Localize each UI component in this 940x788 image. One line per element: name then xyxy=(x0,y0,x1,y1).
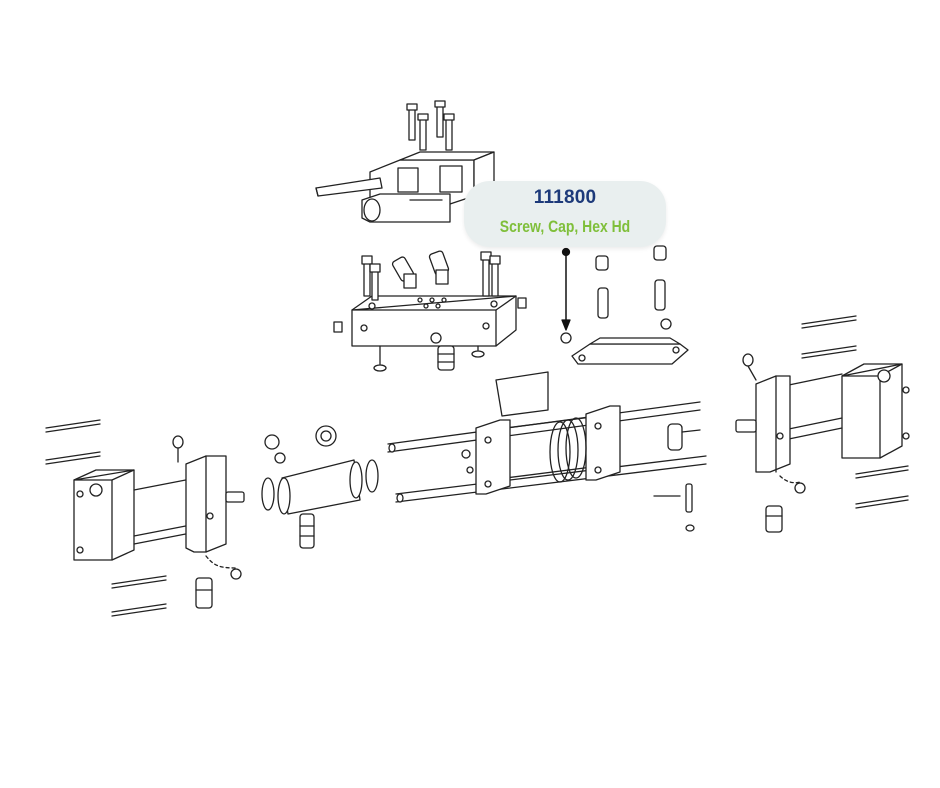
spool-sleeve xyxy=(261,425,379,549)
sensor-bracket xyxy=(560,245,689,365)
callout-leader xyxy=(561,247,571,331)
manifold-block xyxy=(333,250,527,372)
center-cylinder-assembly xyxy=(387,371,707,532)
elbow-fittings xyxy=(391,250,450,289)
left-cylinder-head xyxy=(45,419,245,617)
part-description: Screw, Cap, Hex Hd xyxy=(499,217,631,236)
right-cylinder-head xyxy=(735,315,910,533)
part-number: 111800 xyxy=(533,187,597,208)
part-callout[interactable]: 111800 Screw, Cap, Hex Hd xyxy=(464,181,666,247)
valve-bolts xyxy=(406,100,455,151)
hex-cap-screw xyxy=(560,332,572,344)
valve-assembly xyxy=(315,100,495,223)
